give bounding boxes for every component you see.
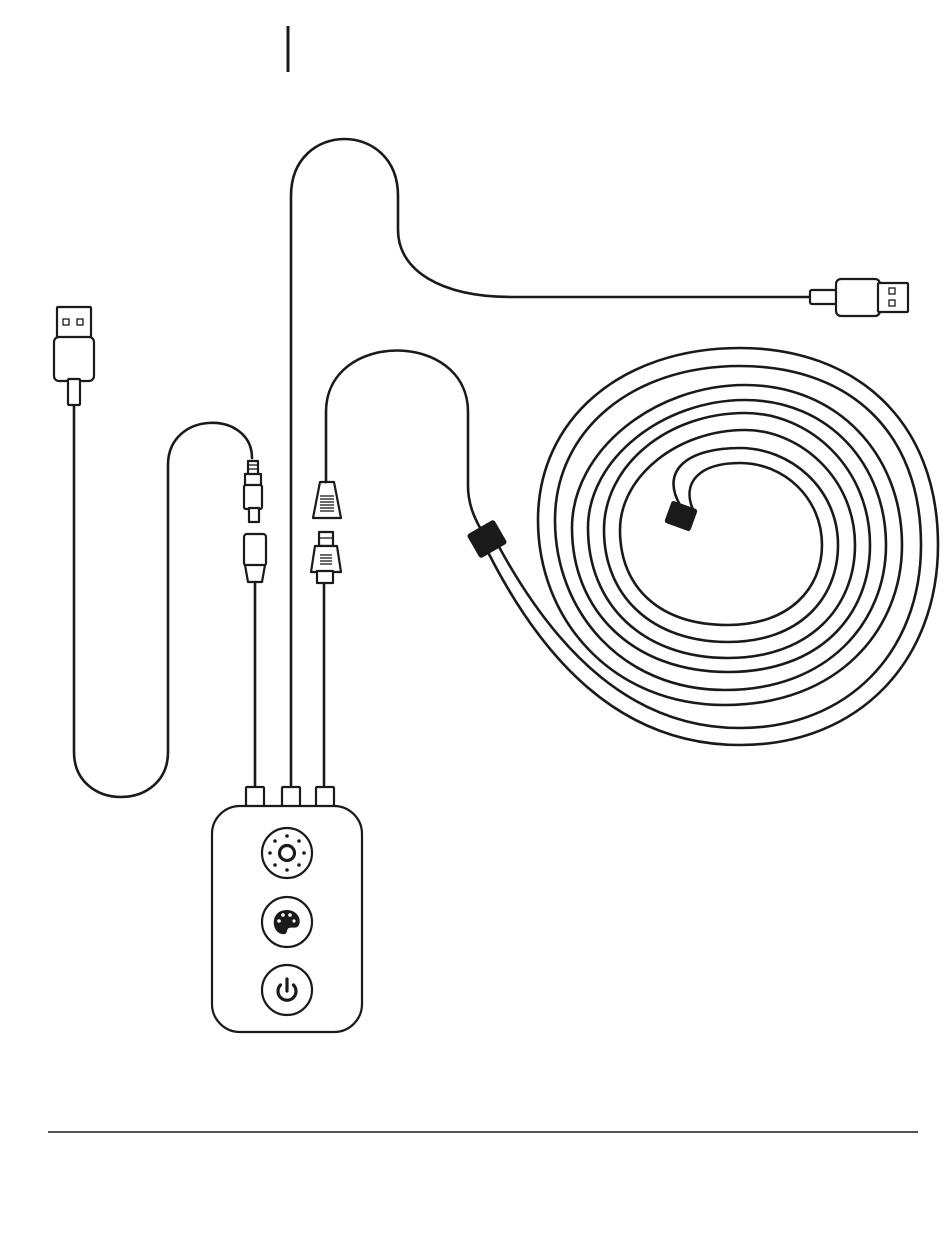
strip-socket-icon <box>311 532 341 583</box>
usb-right-plug-icon <box>810 279 908 316</box>
barrel-socket-icon <box>244 534 266 582</box>
barrel-plug-icon <box>244 461 262 522</box>
power-button[interactable] <box>262 965 312 1015</box>
usb-left-plug-icon <box>54 307 94 405</box>
strip-plug-cable <box>326 351 486 539</box>
led-strip-coil <box>482 348 938 745</box>
strip-plug-icon <box>313 482 341 518</box>
color-button[interactable] <box>262 897 312 947</box>
brightness-button[interactable] <box>262 828 312 878</box>
usb-left-cable <box>74 404 252 797</box>
controller-ports <box>246 787 334 807</box>
